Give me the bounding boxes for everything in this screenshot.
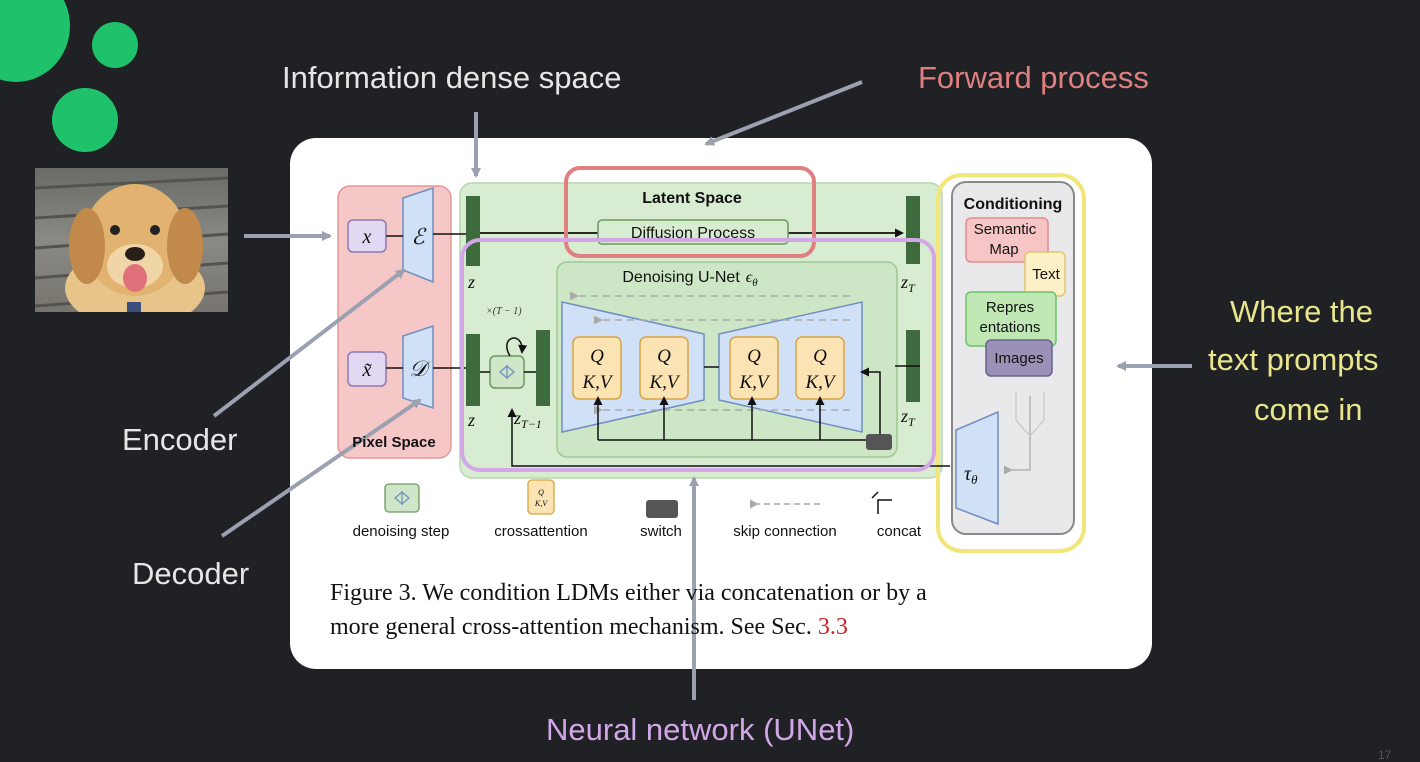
caption-line-2-text: more general cross-attention mechanism. …	[330, 614, 818, 640]
zT-label-top: zT	[900, 272, 916, 295]
tau-symbol: τ	[964, 463, 972, 485]
images-box	[985, 339, 1053, 377]
zT1-label: zT−1	[513, 408, 542, 431]
qkv3-q: Q	[747, 346, 761, 367]
caption-section-link[interactable]: 3.3	[817, 614, 848, 640]
representations-label-2: entations	[980, 319, 1041, 336]
legend-concat-label: concat	[877, 523, 922, 540]
legend-denoising-step-label: denoising step	[353, 523, 450, 540]
where-text-prompts-line-1: Where the	[1230, 294, 1374, 329]
qkv4-kv: K,V	[804, 372, 836, 393]
legend-crossattention-label: crossattention	[494, 523, 587, 540]
dog-photo	[35, 168, 228, 312]
encoder-block	[402, 186, 434, 284]
decor-dot-medium	[52, 88, 118, 152]
zT-top-z: z	[900, 272, 908, 292]
latent-space-title: Latent Space	[642, 190, 742, 207]
semantic-map-label-2: Map	[989, 241, 1018, 258]
zT-bottom-z: z	[900, 406, 908, 426]
tau-sub: θ	[971, 472, 978, 487]
unet-title: Denoising U-Net ϵθ	[622, 269, 758, 289]
tau-label: τθ	[964, 463, 978, 487]
legend-qkv-q: Q	[538, 488, 544, 497]
conditioning-title: Conditioning	[964, 196, 1063, 213]
where-text-prompts-line-2: text prompts	[1208, 342, 1379, 377]
forward-process-label: Forward process	[918, 60, 1149, 95]
legend-switch-icon	[646, 500, 678, 518]
unet-epsilon-symbol: ϵ	[746, 269, 753, 286]
qkv3-kv: K,V	[738, 372, 770, 393]
unet-epsilon-sub: θ	[752, 277, 758, 289]
text-label: Text	[1032, 266, 1060, 283]
zT-top-sub: T	[908, 281, 916, 295]
legend-switch-label: switch	[640, 523, 682, 540]
decoder-block	[402, 324, 434, 410]
switch-block	[866, 434, 892, 450]
unet-title-text: Denoising U-Net	[622, 269, 740, 286]
decor-dot-small	[92, 22, 138, 68]
conditioning-yellow-outline	[936, 173, 1086, 553]
repeat-label: ×(T − 1)	[486, 306, 522, 317]
zT1-bar	[536, 330, 550, 406]
zT-bar-top	[906, 196, 920, 264]
encoder-symbol: ℰ	[411, 224, 427, 249]
decoder-symbol: 𝒟	[409, 356, 431, 381]
x-tilde-symbol: x̃	[362, 359, 372, 381]
representations-label-1: Repres	[986, 299, 1034, 316]
information-dense-space-label: Information dense space	[282, 60, 622, 95]
z-label-top: z	[467, 272, 475, 292]
page-number: 17	[1378, 748, 1392, 762]
qkv2-kv: K,V	[648, 372, 680, 393]
qkv1-q: Q	[590, 346, 604, 367]
x-symbol: x	[362, 226, 372, 248]
qkv4-q: Q	[813, 346, 827, 367]
z-label-bottom: z	[467, 410, 475, 430]
qkv2-q: Q	[657, 346, 671, 367]
unet-highlight	[460, 238, 936, 472]
zT1-sub: T−1	[521, 417, 542, 431]
diffusion-process-label: Diffusion Process	[631, 225, 755, 242]
caption-line-2: more general cross-attention mechanism. …	[330, 614, 848, 641]
semantic-map-label-1: Semantic	[974, 221, 1037, 238]
legend-skip-connection-label: skip connection	[733, 523, 836, 540]
z-bar-bottom	[466, 334, 480, 406]
zT1-z: z	[513, 408, 521, 428]
zT-label-bottom: zT	[900, 406, 916, 429]
legend-qkv-kv: K,V	[534, 499, 548, 508]
legend-crossattention-icon	[527, 479, 555, 515]
decoder-label: Decoder	[132, 556, 250, 591]
zT-bottom-sub: T	[908, 415, 916, 429]
encoder-label: Encoder	[122, 422, 238, 457]
semantic-map-box	[965, 217, 1049, 263]
tau-encoder-block	[955, 410, 999, 526]
where-text-prompts-line-3: come in	[1254, 392, 1363, 427]
forward-process-highlight	[564, 166, 816, 258]
qkv1-kv: K,V	[581, 372, 613, 393]
pixel-space-title: Pixel Space	[352, 434, 435, 451]
z-bar-top	[466, 196, 480, 266]
images-label: Images	[994, 350, 1043, 367]
x-tilde-box	[347, 351, 387, 387]
unet-label: Neural network (UNet)	[546, 712, 855, 747]
caption-line-1: Figure 3. We condition LDMs either via c…	[330, 580, 927, 606]
